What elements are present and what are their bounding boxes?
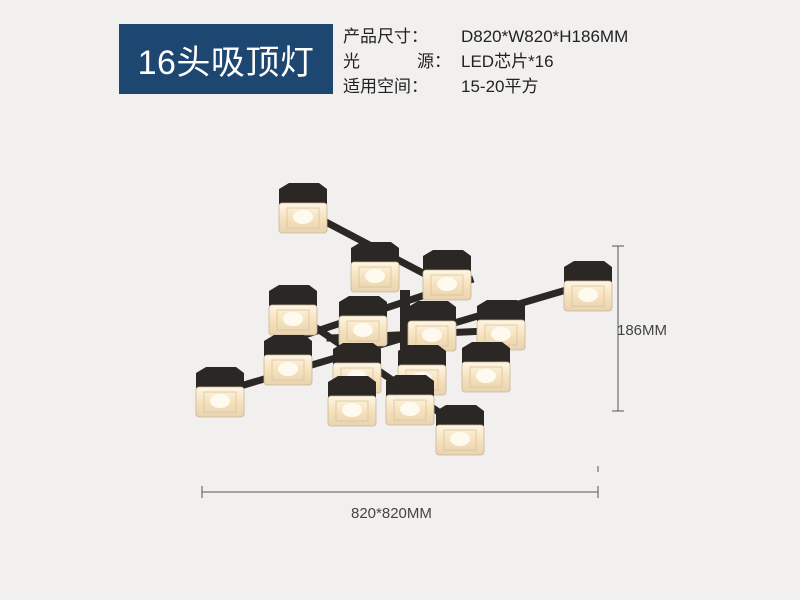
width-dimension-label: 820*820MM (351, 505, 432, 522)
spec-label-part: 光 (343, 52, 360, 71)
lamp-head (385, 375, 435, 426)
product-title: 16头吸顶灯 (119, 24, 333, 94)
spec-value: D820*W820*H186MM (461, 27, 629, 46)
lamp-head (268, 285, 318, 336)
spec-label: 产品尺寸： (343, 27, 428, 46)
lamp-head (435, 405, 485, 456)
spec-space: 适用空间： 15-20平方 (343, 74, 628, 99)
lamp-head (278, 183, 328, 234)
lamp-head (195, 367, 245, 418)
lamp-head (461, 342, 511, 393)
lamp-head (476, 300, 526, 351)
spec-value: LED芯片*16 (461, 52, 554, 71)
lamp-head (407, 301, 457, 352)
spec-label: 光 源： (343, 49, 451, 74)
height-dimension-label: 186MM (617, 322, 668, 339)
lamp-head (263, 335, 313, 386)
spec-list: 产品尺寸： D820*W820*H186MM 光 源： LED芯片*16 适用空… (343, 24, 628, 99)
lamp-head (422, 250, 472, 301)
spec-size: 产品尺寸： D820*W820*H186MM (343, 24, 628, 49)
lamp-head (338, 296, 388, 347)
lamp-head (327, 376, 377, 427)
spec-label-part: 源： (417, 52, 451, 71)
lamp-head (563, 261, 613, 312)
lamp-head (350, 242, 400, 293)
spec-light-source: 光 源： LED芯片*16 (343, 49, 628, 74)
spec-value: 15-20平方 (461, 77, 539, 96)
spec-label: 适用空间： (343, 77, 428, 96)
